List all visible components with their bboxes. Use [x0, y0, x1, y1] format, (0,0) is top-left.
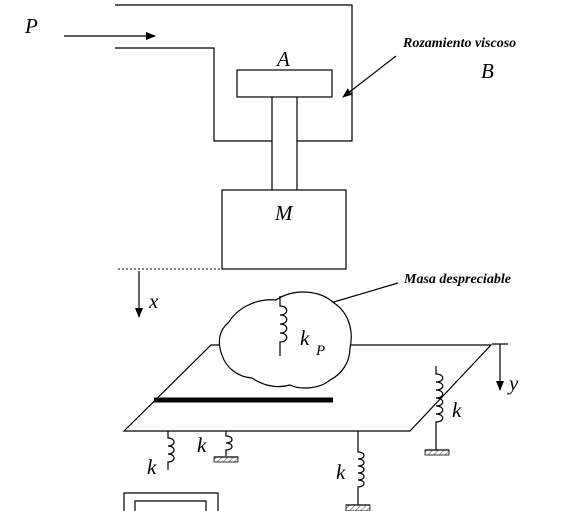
negligible-mass-label: Masa despreciable [403, 272, 511, 287]
dashpot-cylinder [115, 4, 353, 142]
ground-right [424, 449, 450, 456]
viscous-friction-pointer [342, 55, 397, 98]
mass-block [221, 189, 347, 270]
partial-box [123, 492, 219, 511]
piston-head-label: A [275, 47, 290, 71]
spring-middle [225, 431, 233, 456]
viscous-friction-symbol: B [481, 59, 494, 83]
viscous-friction-label: Rozamiento viscoso [402, 36, 516, 51]
x-label: x [148, 289, 159, 313]
ground-lower [345, 504, 371, 511]
spring-middle-label: k [197, 433, 207, 457]
platform [122, 344, 493, 432]
spring-right [435, 366, 444, 450]
spring-left-label: k [147, 455, 157, 479]
ground-middle [213, 456, 239, 463]
spring-lower [357, 431, 365, 505]
spring-lower-label: k [336, 460, 346, 484]
force-label: P [24, 14, 38, 38]
piston-rod [271, 97, 298, 190]
mass-label: M [274, 201, 294, 225]
spring-kp-label: k [300, 326, 310, 350]
y-label: y [507, 371, 519, 395]
spring-kp-subscript: P [315, 343, 325, 359]
spring-right-label: k [452, 398, 462, 422]
spring-left [167, 431, 175, 470]
spring-kp [279, 296, 288, 356]
piston-head [236, 69, 333, 98]
